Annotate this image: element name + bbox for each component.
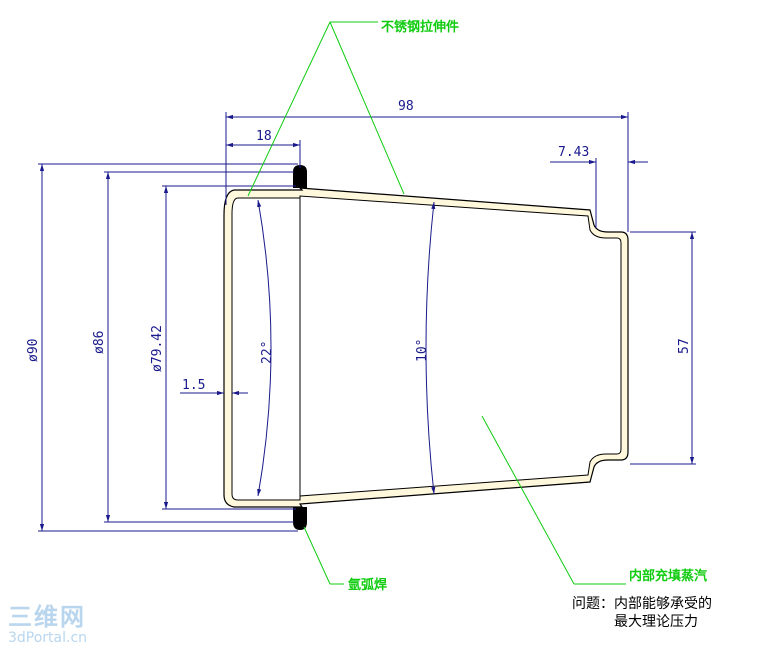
angle-arc-10 (425, 201, 436, 495)
logo-chinese: 三维网 (8, 603, 86, 631)
angle-arc-22 (257, 199, 272, 497)
dim-text-86: ø86 (92, 331, 107, 354)
site-watermark-logo: 三维网 3dPortal.cn (8, 604, 108, 650)
callout-stainless: 不锈钢拉伸件 (381, 19, 459, 35)
question-line-1: 问题：内部能够承受的 (572, 596, 712, 612)
weld-top (293, 165, 307, 188)
logo-english: 3dPortal.cn (8, 630, 88, 646)
dim-text-57: 57 (677, 338, 692, 354)
question-line-2: 最大理论压力 (614, 614, 698, 630)
leader-lines (247, 21, 626, 585)
dim-text-22deg: 22° (260, 341, 275, 364)
leader-weld-diag (303, 526, 331, 585)
dim-text-98: 98 (398, 99, 414, 114)
weld-bottom (293, 507, 307, 530)
dim-text-10deg: 10° (415, 339, 430, 362)
leader-stainless-left (247, 21, 331, 197)
dim-text-743: 7.43 (558, 145, 589, 160)
callout-argon-weld: 氩弧焊 (348, 577, 387, 593)
dim-text-15: 1.5 (182, 378, 205, 393)
dim-text-18: 18 (256, 129, 272, 144)
dim-text-90: ø90 (26, 339, 41, 362)
question-note: 问题：内部能够承受的 最大理论压力 (572, 595, 712, 631)
dim-text-7942: ø79.42 (150, 325, 165, 372)
leader-stainless-right (329, 21, 405, 195)
leader-steam-diag (481, 415, 575, 585)
callout-inner-steam: 内部充填蒸汽 (629, 568, 707, 584)
dimension-lines (38, 112, 696, 532)
